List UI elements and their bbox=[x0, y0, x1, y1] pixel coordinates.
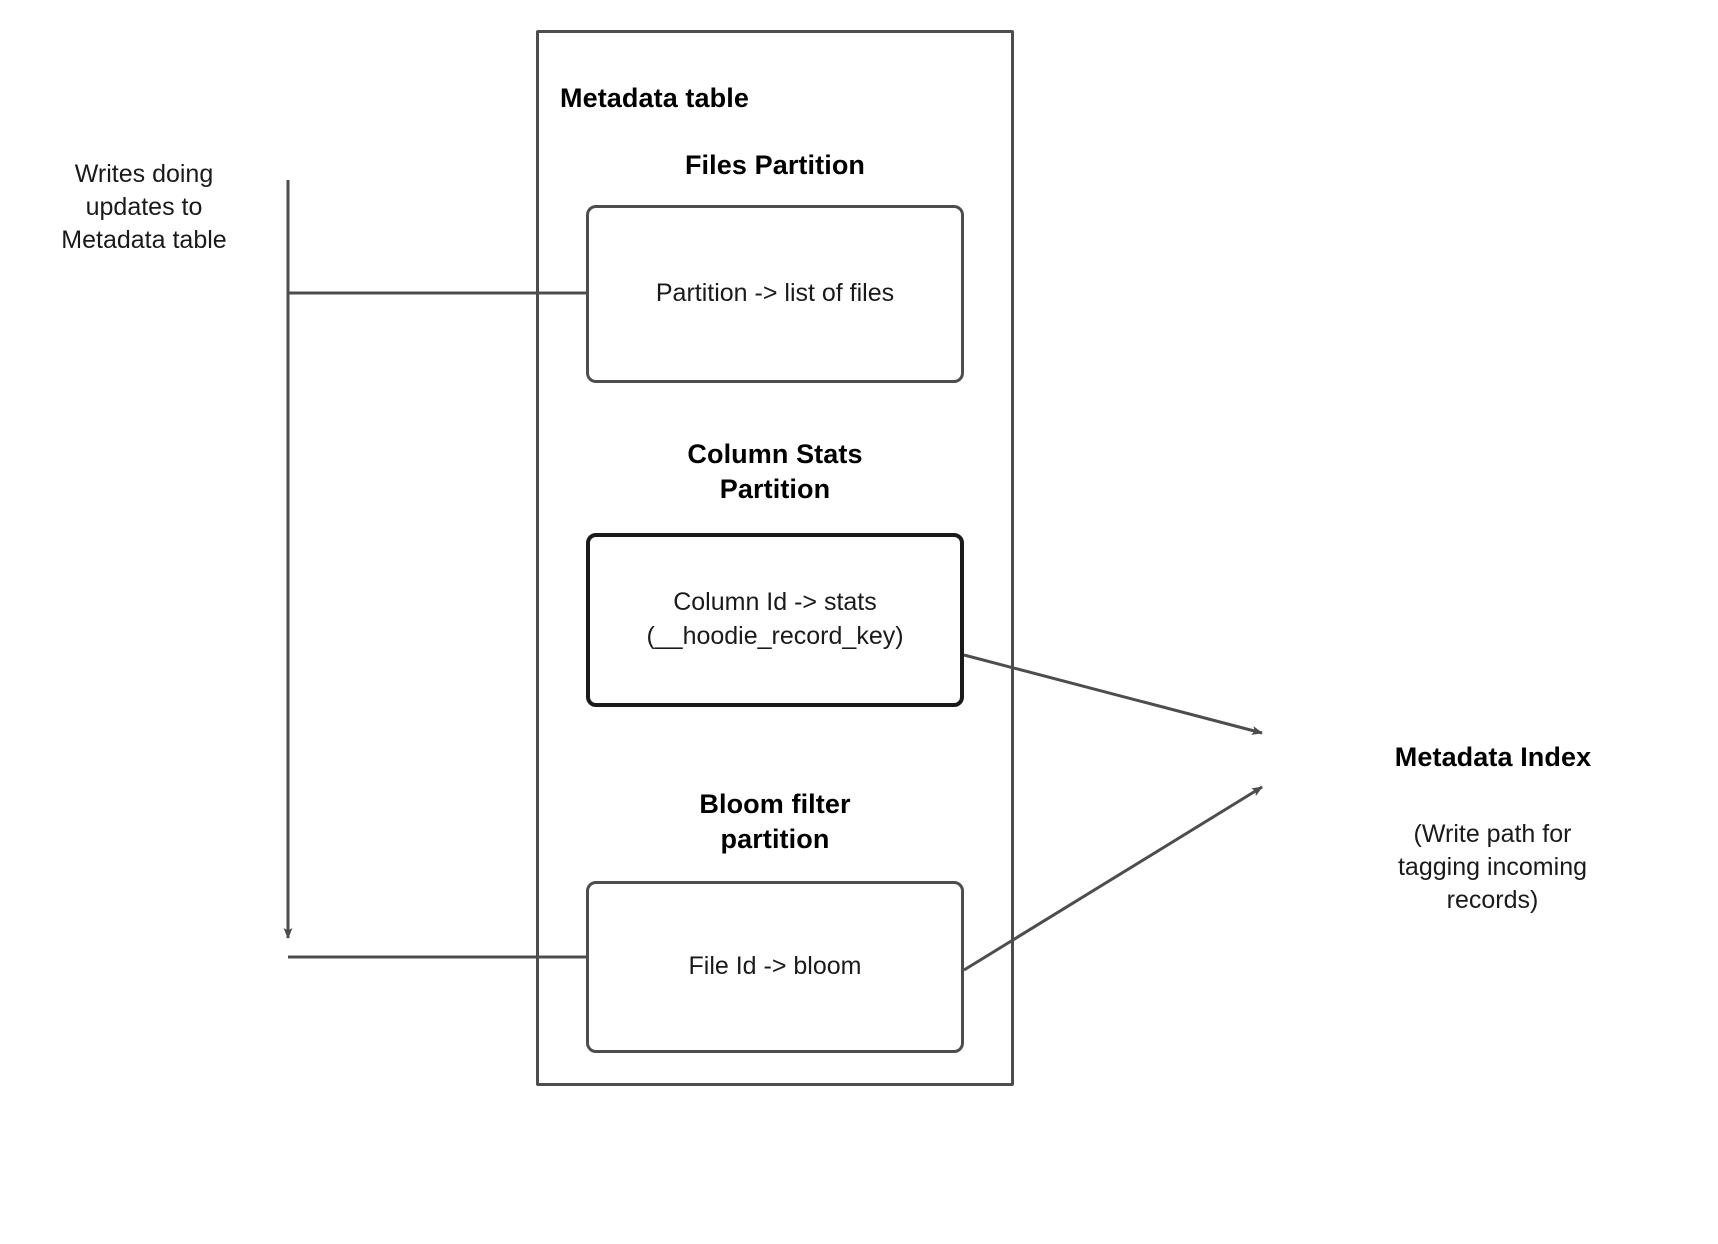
files-partition-heading: Files Partition bbox=[684, 150, 866, 180]
files-partition-box-text: Partition -> list of files bbox=[655, 279, 895, 308]
metadata-table-container bbox=[536, 30, 1014, 1086]
metadata-table-title: Metadata table bbox=[560, 83, 749, 113]
metadata-index-title: Metadata Index bbox=[1394, 742, 1592, 772]
bloom-filter-partition-heading: Bloom filter partition bbox=[699, 789, 851, 855]
writes-annotation-label: Writes doing updates to Metadata table bbox=[61, 160, 227, 254]
column-stats-partition-heading: Column Stats Partition bbox=[687, 439, 863, 505]
bloom-filter-partition-box-text: File Id -> bloom bbox=[688, 952, 862, 981]
column-stats-partition-box-text: Column Id -> stats (__hoodie_record_key) bbox=[646, 588, 904, 650]
column-stats-partition-box: Column Id -> stats (__hoodie_record_key) bbox=[586, 533, 964, 707]
bloom-filter-partition-box: File Id -> bloom bbox=[586, 881, 964, 1053]
files-partition-box: Partition -> list of files bbox=[586, 205, 964, 383]
metadata-index-caption: (Write path for tagging incoming records… bbox=[1397, 820, 1587, 914]
